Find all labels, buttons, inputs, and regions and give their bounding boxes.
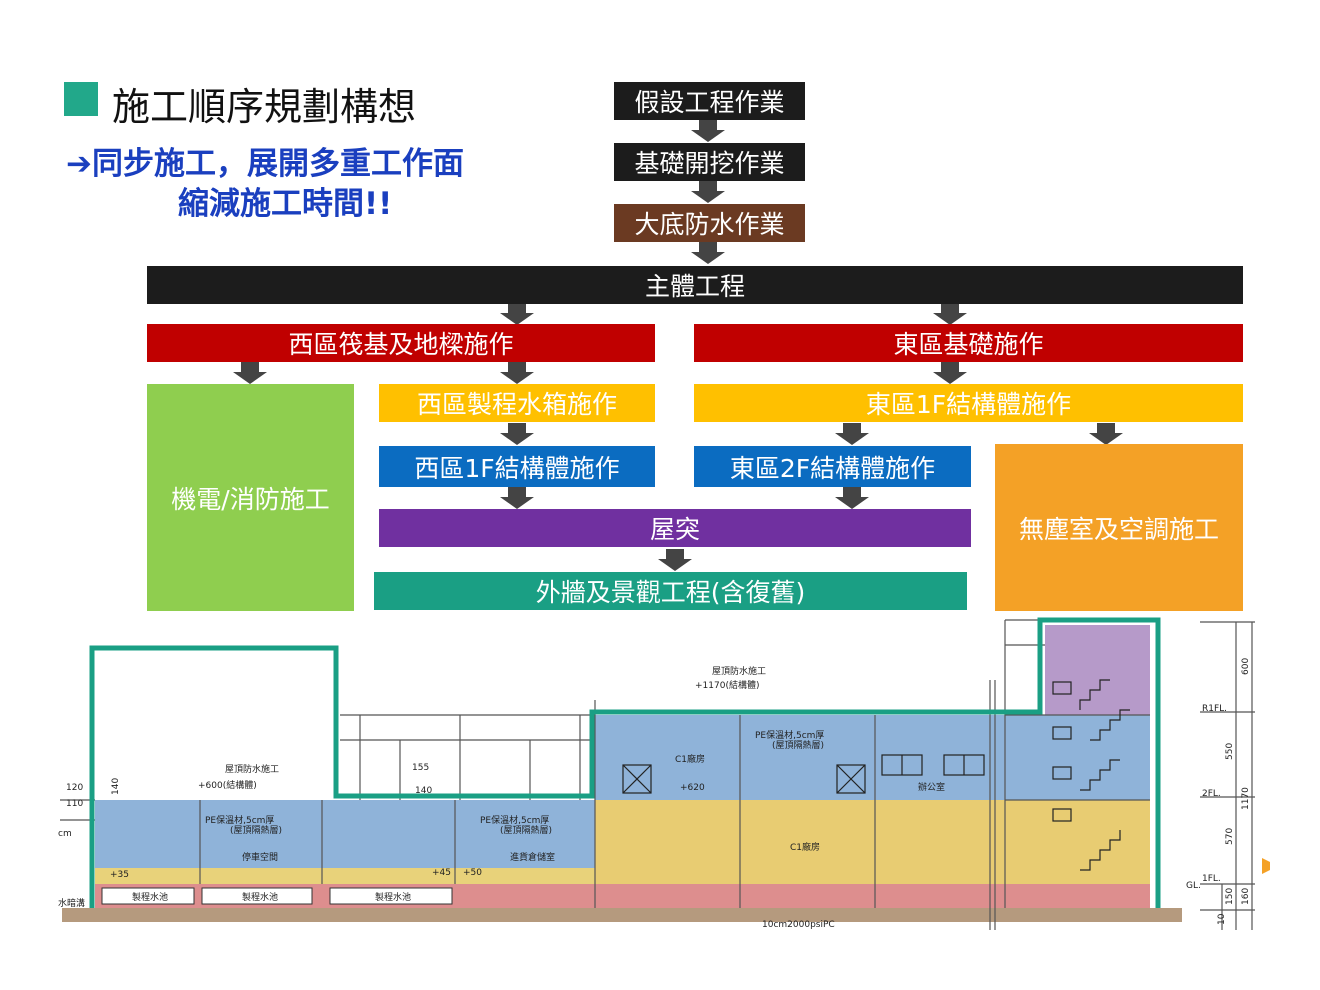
section-label: +600(結構體) [198, 779, 257, 791]
box-facade-landscape: 外牆及景觀工程(含復舊) [374, 572, 967, 610]
section-label: 停車空間 [242, 851, 278, 863]
section-label: +1170(結構體) [695, 679, 759, 691]
section-label: +45 [432, 868, 451, 878]
section-label: C1廠房 [790, 841, 820, 853]
subtitle-line2: 縮減施工時間!! [178, 186, 393, 222]
box-west-1f: 西區1F結構體施作 [379, 446, 655, 487]
section-label: 辦公室 [918, 781, 945, 793]
box-foundation-excavation: 基礎開挖作業 [614, 143, 805, 181]
section-label: 140 [111, 778, 121, 795]
section-label: (屋頂隔熱層) [230, 824, 282, 836]
box-east-2f: 東區2F結構體施作 [694, 446, 971, 487]
section-label: 2FL. [1202, 789, 1221, 799]
section-label: 155 [412, 763, 429, 773]
section-label: 140 [415, 786, 432, 796]
section-label: +50 [463, 868, 482, 878]
section-label: 110 [66, 799, 83, 809]
section-label: +620 [680, 783, 705, 793]
box-east-foundation: 東區基礎施作 [694, 324, 1243, 362]
section-label: 570 [1225, 828, 1235, 845]
section-label: 進貨倉儲室 [510, 851, 555, 863]
section-label: 水暗溝 [58, 897, 85, 909]
subtitle-line1: ➔同步施工，展開多重工作面 [66, 146, 464, 182]
box-east-1f: 東區1F結構體施作 [694, 384, 1243, 422]
title-square-icon [64, 82, 98, 116]
section-label: 1FL. [1202, 874, 1221, 884]
box-mep-fire: 機電/消防施工 [147, 384, 354, 611]
section-label: GL. [1186, 881, 1201, 891]
section-label: R1FL. [1202, 704, 1227, 714]
section-label: 550 [1225, 743, 1235, 760]
box-rooftop: 屋突 [379, 509, 971, 547]
section-label: 150 [1225, 888, 1235, 905]
section-label: 160 [1241, 888, 1251, 905]
page-title: 施工順序規劃構想 [112, 85, 417, 129]
section-label: +35 [110, 870, 129, 880]
section-label: 10cm2000psiPC [762, 920, 835, 930]
section-label: (屋頂隔熱層) [772, 739, 824, 751]
teal-outline [89, 617, 1161, 908]
box-cleanroom-hvac: 無塵室及空調施工 [995, 444, 1243, 611]
box-west-raft: 西區筏基及地樑施作 [147, 324, 655, 362]
section-label: 120 [66, 783, 83, 793]
section-label: 屋頂防水施工 [225, 763, 279, 775]
section-label: (屋頂隔熱層) [500, 824, 552, 836]
section-label: PE保溫材,5cm厚 [755, 729, 824, 741]
section-label: 製程水池 [375, 891, 411, 903]
section-label: 600 [1241, 658, 1251, 675]
box-west-tank: 西區製程水箱施作 [379, 384, 655, 422]
section-label: 製程水池 [242, 891, 278, 903]
box-main-structure: 主體工程 [147, 266, 1243, 304]
section-label: cm [58, 829, 72, 839]
section-label: 1170 [1241, 787, 1251, 810]
section-label: C1廠房 [675, 753, 705, 765]
section-label: 屋頂防水施工 [712, 665, 766, 677]
section-label: 製程水池 [132, 891, 168, 903]
box-temp-works: 假設工程作業 [614, 82, 805, 120]
section-label: PE保溫材,5cm厚 [480, 814, 549, 826]
box-base-waterproofing: 大底防水作業 [614, 204, 805, 242]
section-label: PE保溫材,5cm厚 [205, 814, 274, 826]
section-label: 10 [1217, 913, 1227, 925]
